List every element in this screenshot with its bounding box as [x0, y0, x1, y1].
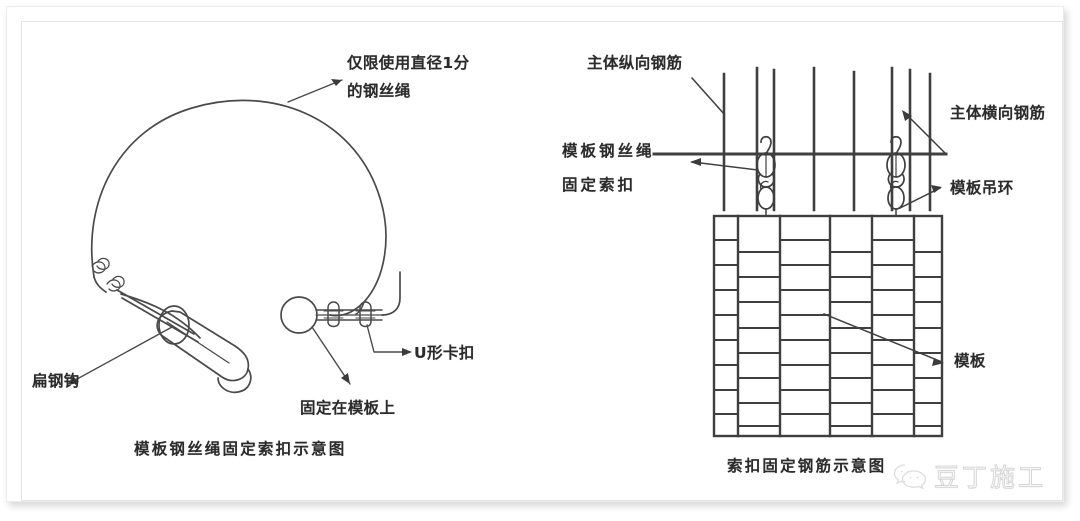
label-u-clamp: U形卡扣	[414, 344, 475, 362]
label-formwork-rope-anchor-line1: 模板钢丝绳	[562, 142, 655, 160]
label-formwork-lifting-ring: 模板吊环	[950, 179, 1014, 197]
image-card: 仅限使用直径1分 的钢丝绳 扁钢钩 固定在模板上 U形卡扣 模板钢丝绳固定索扣示…	[6, 6, 1064, 502]
label-fixed-on-formwork: 固定在模板上	[300, 399, 396, 417]
wechat-icon	[893, 464, 927, 490]
label-wire-rope-line1: 仅限使用直径1分	[347, 54, 470, 72]
watermark: 豆丁施工	[893, 458, 1046, 494]
image-inner-frame: 仅限使用直径1分 的钢丝绳 扁钢钩 固定在模板上 U形卡扣 模板钢丝绳固定索扣示…	[21, 21, 1063, 501]
right-diagram-artwork	[652, 66, 948, 438]
left-diagram-artwork	[67, 79, 412, 394]
right-diagram-panel: 主体纵向钢筋 模板钢丝绳 固定索扣 主体横向钢筋 模板吊环 模板 索扣固定钢筋示…	[542, 22, 1062, 500]
label-main-vertical-rebar: 主体纵向钢筋	[587, 54, 683, 72]
label-wire-rope-line2: 的钢丝绳	[347, 82, 411, 100]
label-formwork: 模板	[954, 352, 986, 370]
label-formwork-rope-anchor-line2: 固定索扣	[562, 176, 637, 194]
label-main-horizontal-rebar: 主体横向钢筋	[950, 104, 1046, 122]
left-diagram-panel: 仅限使用直径1分 的钢丝绳 扁钢钩 固定在模板上 U形卡扣 模板钢丝绳固定索扣示…	[22, 22, 542, 500]
watermark-text: 豆丁施工	[933, 463, 1046, 493]
left-diagram-caption: 模板钢丝绳固定索扣示意图	[134, 440, 347, 458]
label-flat-steel-hook: 扁钢钩	[32, 372, 80, 390]
right-diagram-caption: 索扣固定钢筋示意图	[727, 457, 887, 475]
